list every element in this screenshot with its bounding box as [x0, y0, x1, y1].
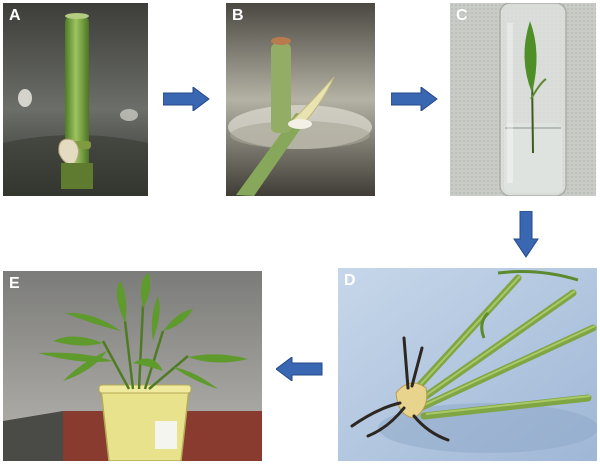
panel-e-label: E: [9, 275, 20, 292]
right-arrow-icon: [391, 87, 438, 111]
panel-c-photo: [450, 3, 596, 196]
panel-b: B: [226, 3, 375, 196]
down-arrow-icon: [513, 211, 539, 258]
left-arrow-icon: [276, 357, 323, 381]
panel-c-label: C: [456, 7, 468, 24]
panel-a: A: [3, 3, 148, 196]
panel-b-photo: [226, 3, 375, 196]
panel-c: C: [450, 3, 596, 196]
right-arrow-icon: [163, 87, 210, 111]
panel-d-label: D: [344, 272, 356, 289]
panel-e-photo: [3, 271, 262, 461]
panel-a-label: A: [9, 7, 21, 24]
panel-d: D: [338, 268, 597, 461]
panel-b-label: B: [232, 7, 244, 24]
panel-a-photo: [3, 3, 148, 196]
panel-e: E: [3, 271, 262, 461]
panel-d-photo: [338, 268, 597, 461]
